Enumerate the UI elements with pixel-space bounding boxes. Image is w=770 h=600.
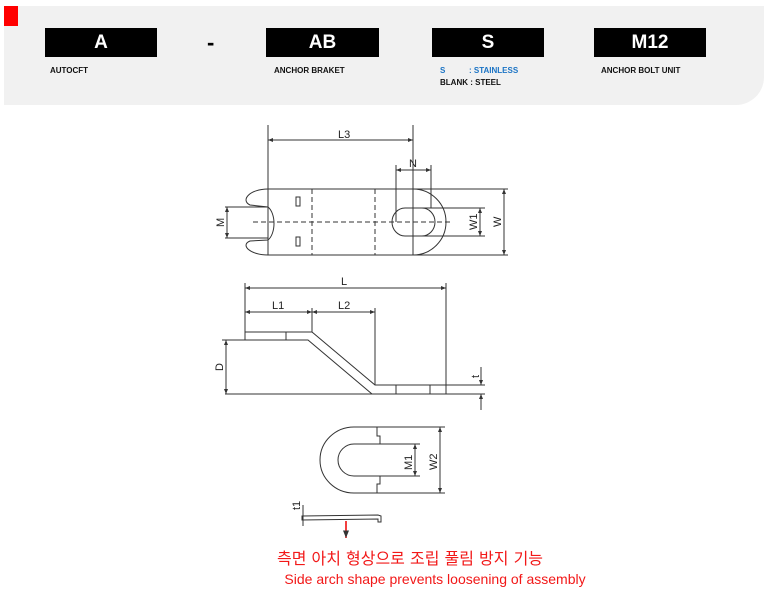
dim-L1: L1	[272, 300, 284, 312]
note-korean: 측면 아치 형상으로 조립 풀림 방지 기능	[276, 549, 544, 568]
dim-M1: M1	[403, 455, 415, 470]
code-box-brand: A	[45, 28, 157, 57]
material-s-key: S	[440, 66, 446, 75]
u-washer-view	[301, 426, 445, 526]
red-marker	[4, 6, 18, 26]
top-view	[225, 125, 508, 256]
code-box-size: M12	[594, 28, 706, 57]
note-english: Side arch shape prevents loosening of as…	[284, 571, 586, 587]
side-view	[222, 283, 485, 410]
dim-L3: L3	[338, 129, 350, 141]
dim-L: L	[341, 276, 347, 288]
dim-M: M	[215, 218, 227, 227]
code-separator: -	[207, 30, 215, 55]
material-s-value: : STAINLESS	[469, 66, 519, 75]
dim-N: N	[409, 158, 417, 170]
code-box-type: AB	[266, 28, 379, 57]
dim-W: W	[492, 216, 504, 227]
dim-W1: W1	[468, 214, 480, 231]
material-blank: BLANK : STEEL	[440, 78, 501, 87]
code-box-material: S	[432, 28, 544, 57]
brand-desc: AUTOCFT	[50, 66, 89, 75]
dim-L2: L2	[338, 300, 350, 312]
size-desc: ANCHOR BOLT UNIT	[601, 66, 681, 75]
dim-t: t	[470, 375, 482, 378]
dim-D: D	[214, 363, 226, 371]
dim-t1: t1	[291, 501, 303, 510]
dim-W2: W2	[428, 454, 440, 471]
type-desc: ANCHOR BRAKET	[274, 66, 345, 75]
